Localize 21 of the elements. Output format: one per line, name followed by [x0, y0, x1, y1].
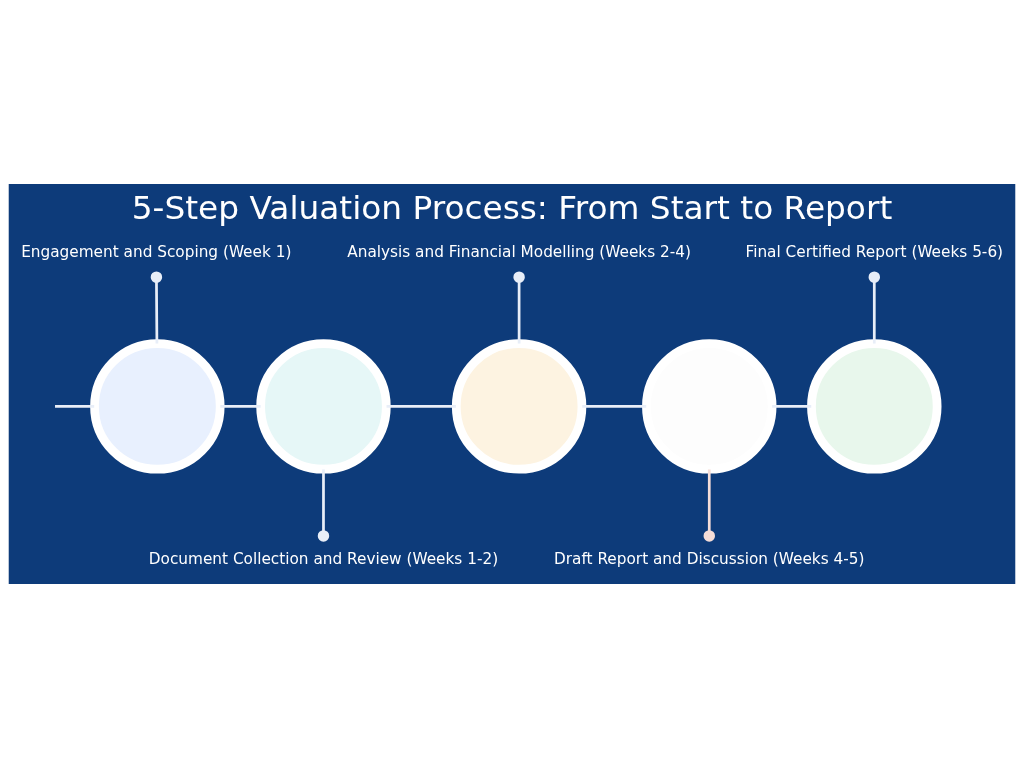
connector: [317, 469, 330, 542]
connector: [55, 405, 95, 408]
node-circle: [256, 339, 391, 474]
node-text: Draft Report and Discussion (Weeks 4-5): [554, 550, 865, 568]
node-text: Document Collection and Review (Weeks 1-2): [148, 550, 499, 568]
connector: [386, 405, 456, 408]
connector: [150, 271, 163, 344]
node-text: Engagement and Scoping (Week 1): [21, 242, 292, 261]
node-circle: [807, 339, 942, 474]
connector: [772, 405, 812, 408]
diagram-title: 5-Step Valuation Process: From Start to Report: [131, 188, 893, 227]
node-circle: [90, 339, 225, 474]
node-text: Analysis and Financial Modelling (Weeks 2-4): [347, 242, 691, 261]
connector: [582, 405, 647, 408]
connector: [703, 469, 715, 542]
connector: [220, 405, 261, 408]
node-circle: [451, 339, 587, 474]
connector: [868, 271, 881, 344]
node-text: Final Certified Report (Weeks 5-6): [745, 242, 1004, 261]
node-circle: [642, 339, 777, 474]
connector: [513, 271, 525, 344]
